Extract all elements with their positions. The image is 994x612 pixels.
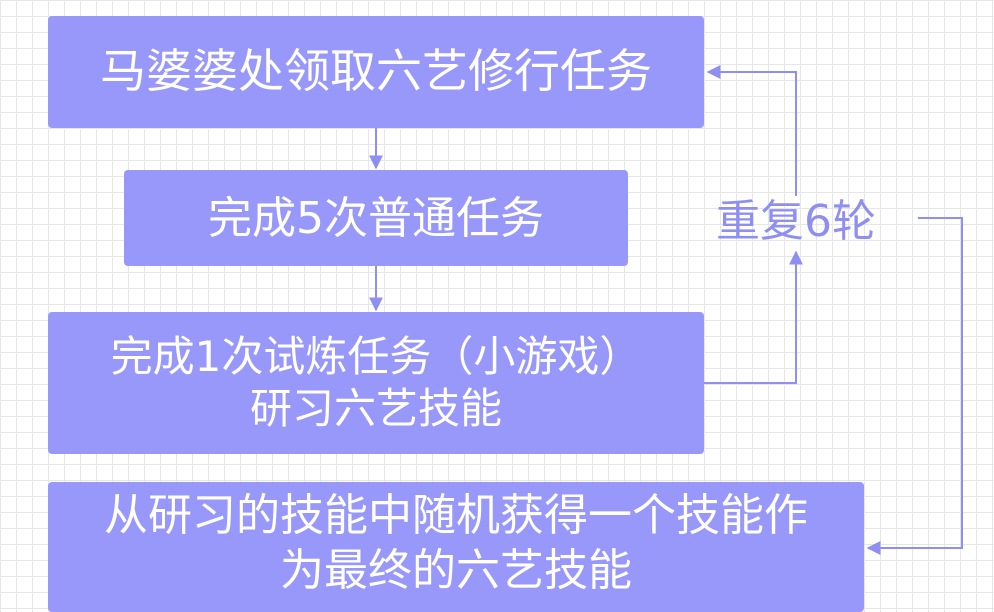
step-box-label: 完成5次普通任务 xyxy=(208,192,544,244)
loop-arrow-label-to-step1 xyxy=(706,65,797,196)
step-box-label: 马婆婆处领取六艺修行任务 xyxy=(100,44,652,99)
step-box-label-line1: 从研习的技能中随机获得一个技能作 xyxy=(104,490,808,541)
step-box-trial-task[interactable]: 完成1次试炼任务（小游戏） 研习六艺技能 xyxy=(48,312,704,454)
step-box-label-line2: 研习六艺技能 xyxy=(249,384,502,433)
step-box-normal-tasks[interactable]: 完成5次普通任务 xyxy=(124,170,628,266)
loop-arrow-up-to-label xyxy=(704,250,803,384)
step-box-receive-task[interactable]: 马婆婆处领取六艺修行任务 xyxy=(48,16,704,128)
connector-layer xyxy=(369,65,963,555)
step-box-final-skill[interactable]: 从研习的技能中随机获得一个技能作 为最终的六艺技能 xyxy=(48,482,864,612)
loop-label: 重复6轮 xyxy=(716,196,876,247)
arrow-loop-to-step4 xyxy=(866,217,963,555)
step-box-label-line1: 完成1次试炼任务（小游戏） xyxy=(110,331,642,381)
step-box-label-line2: 为最终的六艺技能 xyxy=(280,545,632,596)
